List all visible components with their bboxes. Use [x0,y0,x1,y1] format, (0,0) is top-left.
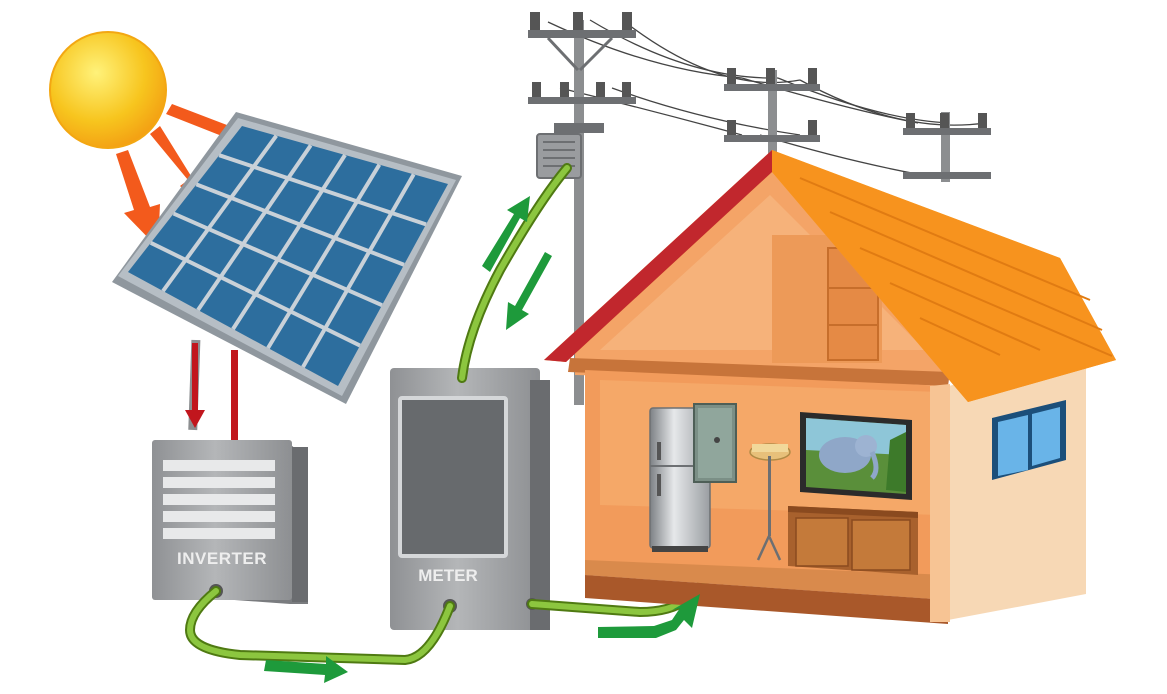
meter-icon: METER [390,368,550,630]
breaker-box-icon [693,403,737,483]
sun-ray-arrow [116,150,160,248]
meter-label: METER [418,566,478,585]
dc-current-arrows [185,343,238,453]
inverter-icon: INVERTER [152,440,308,604]
cabinet-icon [788,506,918,575]
flow-arrow-icon [598,594,700,638]
tv-icon [800,412,912,500]
inverter-label: INVERTER [177,549,267,568]
flow-arrow-icon [264,656,348,683]
house-window [992,400,1066,480]
lamp-icon [749,443,791,561]
utility-pole-icon [724,68,820,160]
flow-arrow-icon [506,252,552,330]
flow-arrow-icon [482,196,530,272]
dc-cable-up [231,350,238,453]
utility-pole-icon [903,112,991,182]
flow-arrows [264,196,700,683]
inverter-vents [163,460,275,539]
dc-arrow-down [185,343,205,428]
sun-icon [49,31,167,149]
house-side-wall [930,356,1086,620]
solar-panel-icon [112,112,462,431]
